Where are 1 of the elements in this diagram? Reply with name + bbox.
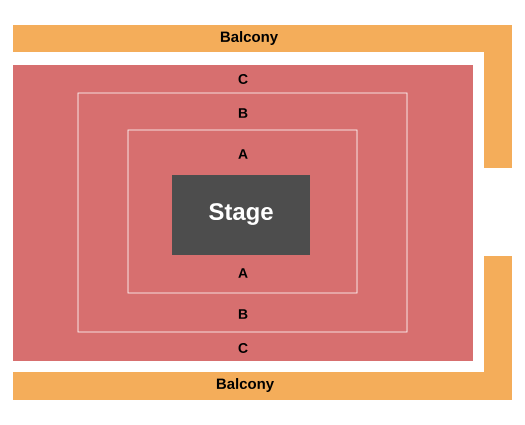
- stage: Stage: [172, 175, 310, 255]
